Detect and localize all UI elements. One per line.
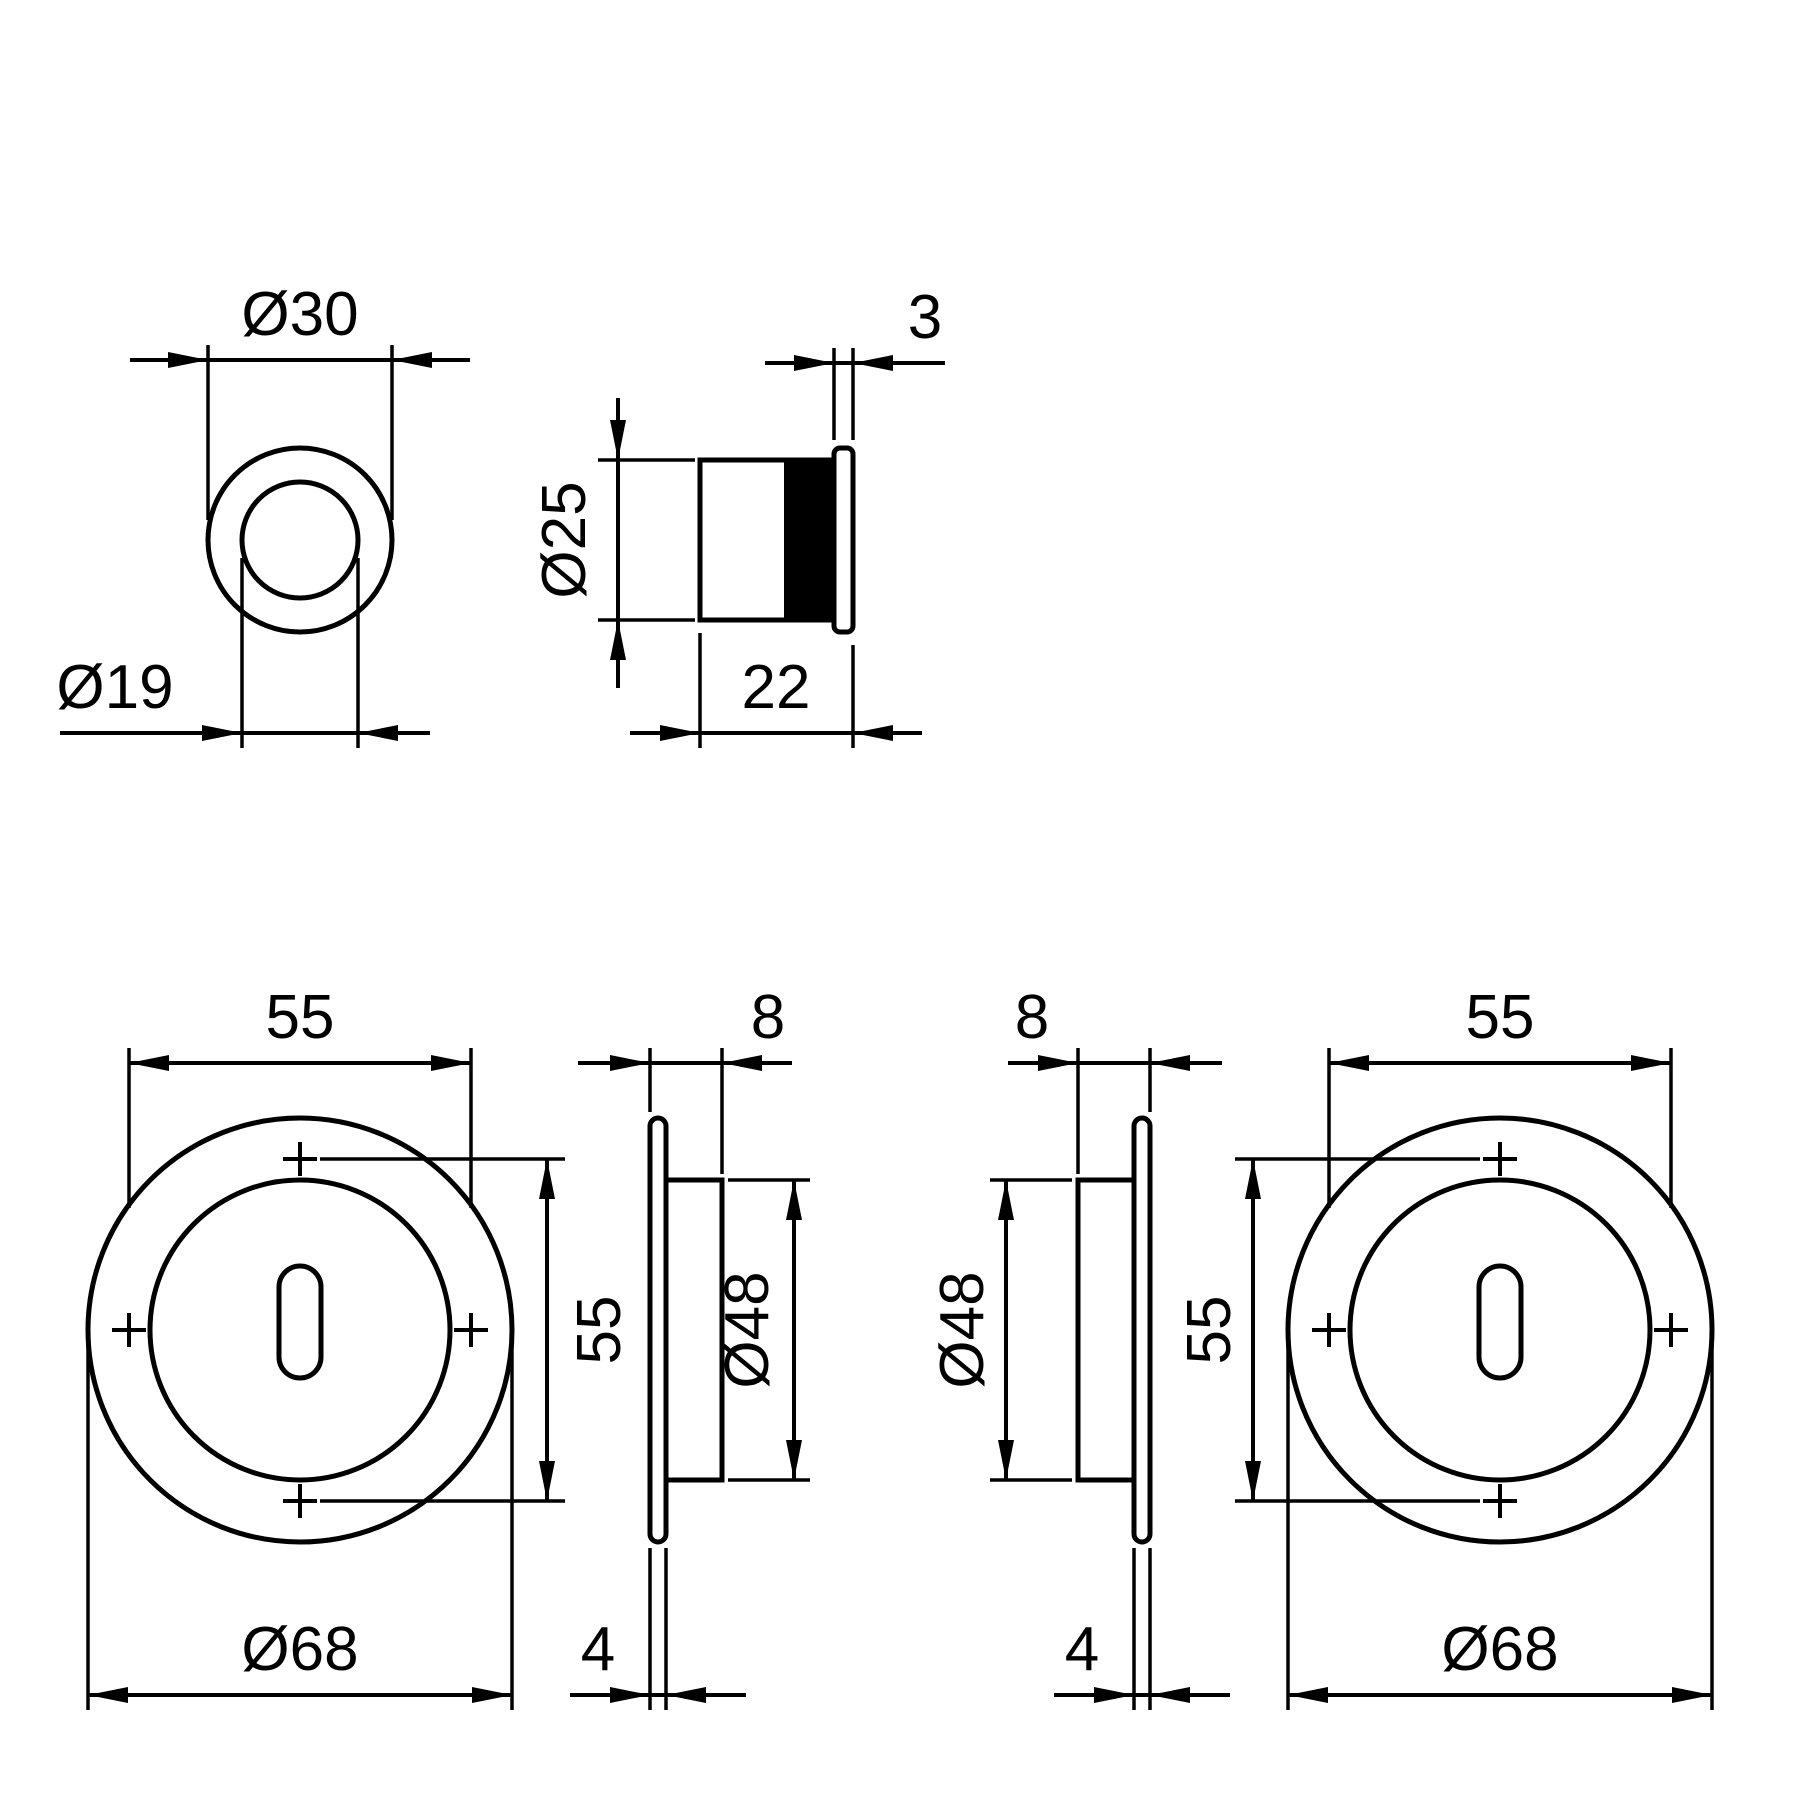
right-rosette-plus-marks (1312, 1142, 1688, 1518)
dim-left-rosette-55h: 55 (127, 983, 473, 1208)
dim-label-left-rosette-55h: 55 (266, 983, 335, 1052)
dim-label-right-rosette-55h: 55 (1466, 983, 1535, 1052)
dim-bush-dia: Ø25 (530, 398, 695, 688)
dim-label-bush-flange: 3 (908, 283, 942, 352)
dim-bush-flange: 3 (765, 283, 945, 440)
dim-bush-depth: 22 (630, 633, 922, 748)
dim-label-left-rosette-55v: 55 (565, 1296, 634, 1365)
dim-label-bush-dia: Ø25 (530, 481, 599, 598)
dim-label-bush-outer-dia: Ø30 (241, 280, 358, 349)
dim-left-rosette-plate: 4 (570, 1548, 746, 1710)
right-rosette-side-view: 8 Ø48 4 (928, 983, 1230, 1710)
left-rosette-side-view: 8 Ø48 4 (570, 983, 810, 1710)
dim-bush-outer-dia: Ø30 (130, 280, 470, 520)
dim-left-rosette-depth: 8 (578, 983, 792, 1174)
bush-collar-filled (784, 458, 836, 622)
bush-side-view: 3 Ø25 22 (530, 283, 945, 748)
dim-right-rosette-boss-dia: Ø48 (928, 1178, 1072, 1482)
dim-right-rosette-depth: 8 (1008, 983, 1222, 1174)
left-rosette-front-view: 55 55 Ø68 (85, 983, 634, 1710)
dim-label-right-rosette-depth: 8 (1015, 983, 1049, 1052)
bush-inner-circle (239, 479, 361, 601)
dim-right-rosette-dia: Ø68 (1286, 1342, 1714, 1710)
dim-bush-inner-dia: Ø19 (56, 558, 430, 748)
left-rosette-plus-marks (112, 1142, 488, 1518)
left-rosette-keyhole (276, 1263, 324, 1381)
right-rosette-boss (1075, 1177, 1137, 1483)
dim-label-left-rosette-dia: Ø68 (241, 1615, 358, 1684)
dim-right-rosette-55v: 55 (1175, 1157, 1480, 1503)
bush-front-view: Ø30 Ø19 (56, 280, 470, 748)
right-rosette-keyhole (1476, 1263, 1524, 1381)
dim-left-rosette-boss-dia: Ø48 (713, 1178, 810, 1482)
right-rosette-front-view: 55 55 Ø68 (1175, 983, 1715, 1710)
dim-right-rosette-55h: 55 (1327, 983, 1673, 1208)
dim-label-right-rosette-55v: 55 (1175, 1296, 1244, 1365)
dim-right-rosette-plate: 4 (1054, 1548, 1230, 1710)
dim-label-bush-depth: 22 (742, 653, 811, 722)
dim-label-left-rosette-boss-dia: Ø48 (713, 1271, 782, 1388)
dim-label-right-rosette-dia: Ø68 (1441, 1615, 1558, 1684)
dim-label-right-rosette-boss-dia: Ø48 (928, 1271, 997, 1388)
dim-left-rosette-dia: Ø68 (86, 1342, 514, 1710)
dim-label-right-rosette-plate: 4 (1065, 1615, 1099, 1684)
dim-label-bush-inner-dia: Ø19 (56, 653, 173, 722)
dim-left-rosette-55v: 55 (320, 1157, 634, 1503)
left-rosette-boss (663, 1177, 725, 1483)
bush-flange (831, 445, 856, 635)
dim-label-left-rosette-plate: 4 (581, 1615, 615, 1684)
dim-label-left-rosette-depth: 8 (751, 983, 785, 1052)
